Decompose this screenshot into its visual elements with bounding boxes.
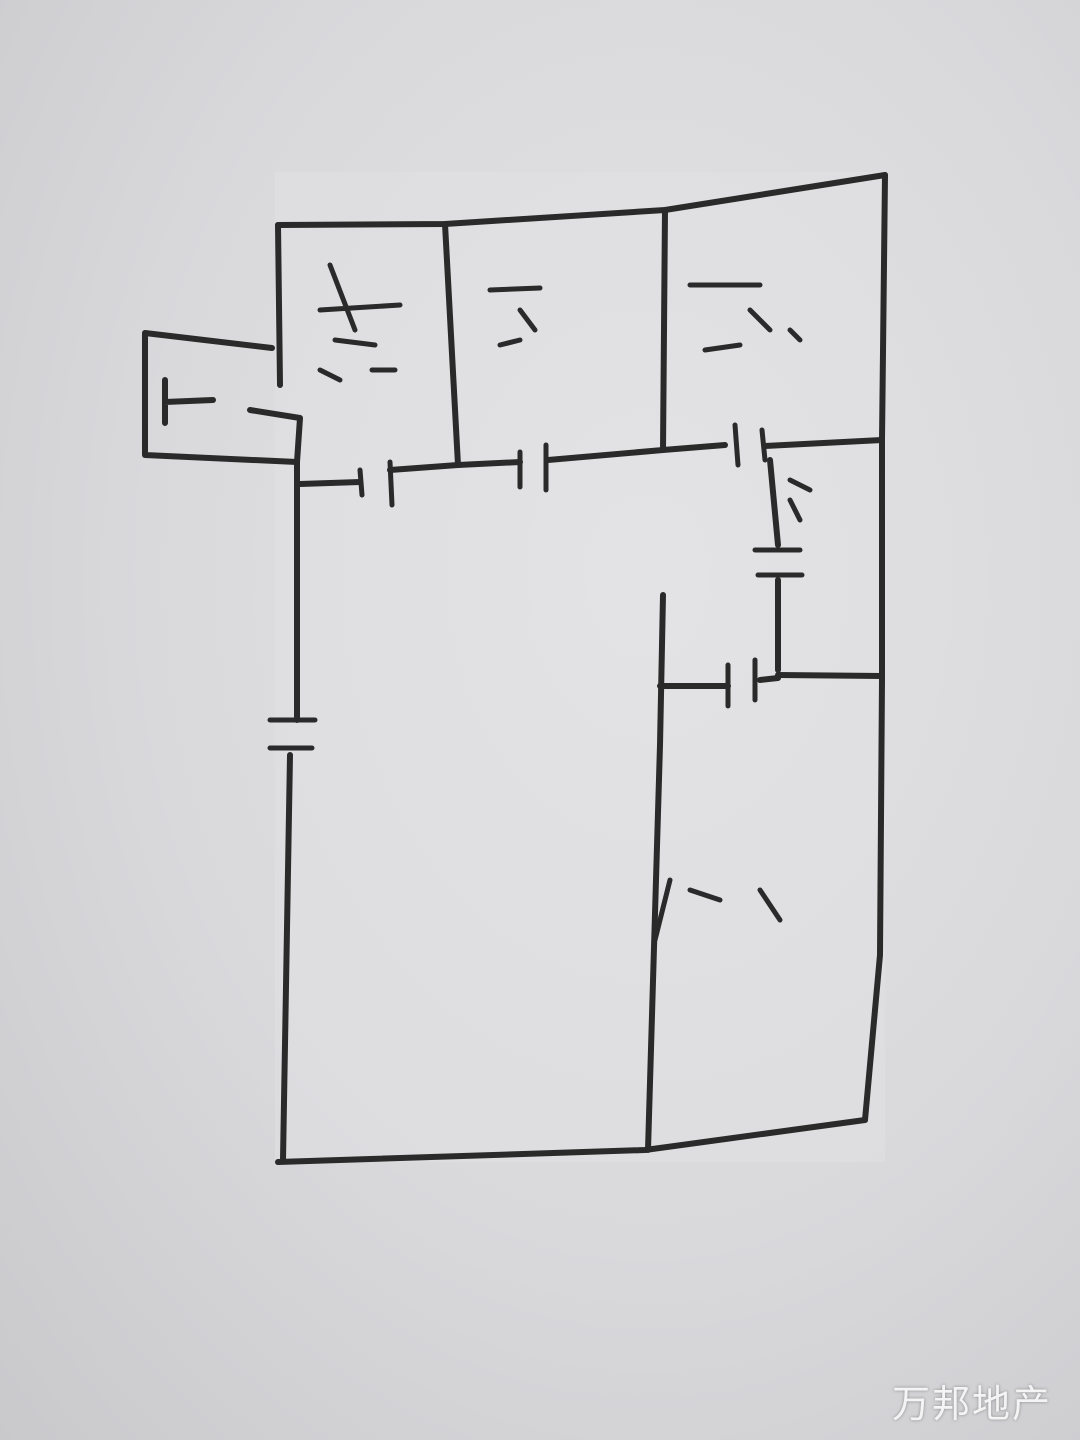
walls bbox=[142, 172, 888, 1165]
watermark: 万邦地产 bbox=[891, 1382, 1052, 1426]
handwritten-dimensions bbox=[317, 262, 813, 943]
door-symbols bbox=[267, 422, 805, 751]
paper-sheet bbox=[275, 172, 885, 1162]
